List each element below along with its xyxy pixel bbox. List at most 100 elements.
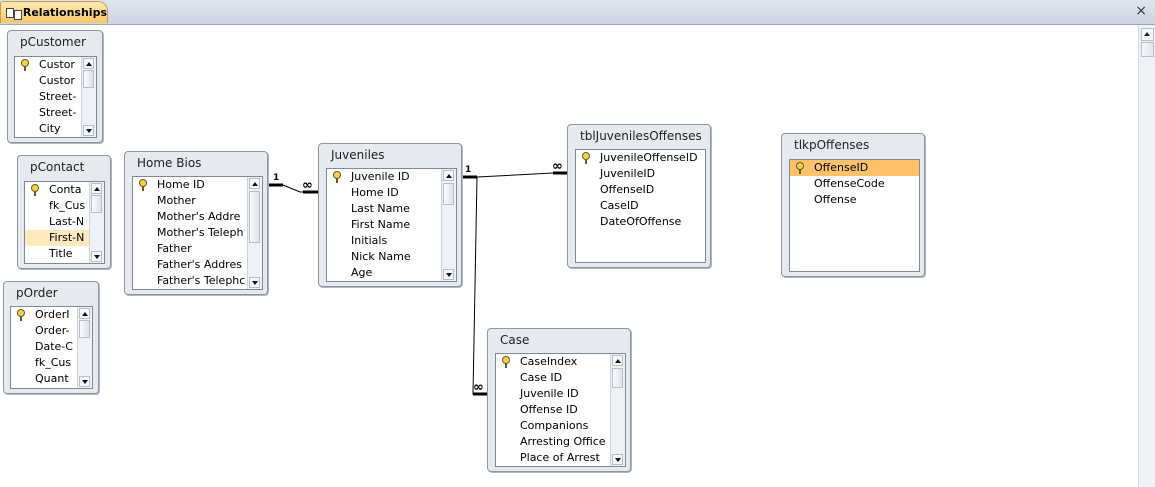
table-home-bios[interactable]: Home Bios Home ID Mother Mother's Addre … (124, 151, 268, 295)
field-item[interactable]: Father's Telephc (157, 274, 246, 287)
field-list-scrollbar[interactable] (441, 169, 456, 281)
scroll-thumb[interactable] (83, 70, 94, 88)
rel-label-many: ∞ (473, 380, 484, 395)
scroll-thumb[interactable] (79, 320, 90, 338)
field-item[interactable]: Custor (15, 57, 96, 73)
field-item[interactable]: Last-N (49, 215, 85, 228)
field-item[interactable]: Home ID (351, 186, 399, 199)
field-item[interactable]: Mother (157, 194, 196, 207)
field-item[interactable]: Street- (39, 106, 77, 119)
tab-label: Relationships (22, 6, 107, 19)
document-tab-strip: Relationships × (0, 0, 1155, 25)
field-item[interactable]: Father's Addres (157, 258, 242, 271)
field-list-scrollbar[interactable] (610, 354, 625, 466)
scroll-up-button[interactable] (249, 178, 260, 189)
scroll-up-button[interactable] (443, 170, 454, 181)
scroll-down-button[interactable] (249, 277, 260, 288)
field-item[interactable]: Order- (35, 324, 70, 337)
primary-key-icon (31, 184, 39, 196)
field-item[interactable]: fk_Cus (49, 199, 86, 212)
field-item[interactable]: Juvenile ID (520, 387, 579, 400)
table-pcontact[interactable]: pContact Conta fk_Cus Last-N First-N Tit… (17, 155, 111, 269)
field-item[interactable]: Mother's Addre (157, 210, 241, 223)
scroll-up-button[interactable] (83, 58, 94, 69)
field-item[interactable]: First Name (351, 218, 411, 231)
field-item[interactable]: Last Name (351, 202, 410, 215)
close-icon[interactable]: × (1135, 3, 1147, 19)
scroll-down-button[interactable] (79, 376, 90, 387)
scroll-up-button[interactable] (79, 308, 90, 319)
table-title: pCustomer (20, 35, 86, 49)
field-item[interactable]: Custor (39, 74, 75, 87)
scroll-thumb[interactable] (1141, 42, 1154, 57)
field-item[interactable]: OffenseID (600, 183, 655, 196)
scroll-up-button[interactable] (91, 183, 102, 194)
table-title: Home Bios (137, 156, 202, 170)
scroll-up-button[interactable] (1141, 28, 1154, 41)
table-pcustomer[interactable]: pCustomer Custor Custor Street- Street- … (7, 30, 103, 143)
field-item[interactable]: OffenseID (790, 160, 919, 176)
field-list-scrollbar[interactable] (77, 307, 92, 388)
field-item[interactable]: Conta (25, 182, 104, 198)
field-item[interactable]: Juvenile ID (327, 169, 456, 185)
field-item[interactable]: Nick Name (351, 250, 411, 263)
table-tlkpoffenses[interactable]: tlkpOffenses OffenseID OffenseCode Offen… (781, 133, 925, 277)
field-item[interactable]: CaseID (600, 199, 639, 212)
field-list[interactable]: Home ID Mother Mother's Addre Mother's T… (132, 176, 263, 290)
field-list[interactable]: Conta fk_Cus Last-N First-N Title (24, 181, 105, 264)
table-porder[interactable]: pOrder OrderI Order- Date-C fk_Cus Quant (3, 281, 99, 394)
field-item[interactable]: Quant (35, 372, 69, 385)
field-item[interactable]: JuvenileOffenseID (576, 150, 705, 166)
field-item[interactable]: Offense (814, 193, 857, 206)
field-item[interactable]: Date-C (35, 340, 73, 353)
field-item[interactable]: Street- (39, 90, 77, 103)
field-list[interactable]: Custor Custor Street- Street- City (14, 56, 97, 138)
field-item[interactable]: Offense ID (520, 403, 578, 416)
scroll-thumb[interactable] (612, 368, 623, 388)
field-item[interactable]: OrderI (11, 307, 92, 323)
field-item[interactable]: OffenseCode (814, 177, 885, 190)
field-item[interactable]: CaseIndex (496, 354, 625, 370)
scroll-down-button[interactable] (612, 454, 623, 465)
field-list-scrollbar[interactable] (247, 177, 262, 289)
field-list[interactable]: Juvenile ID Home ID Last Name First Name… (326, 168, 457, 282)
table-juveniles[interactable]: Juveniles Juvenile ID Home ID Last Name … (318, 143, 462, 287)
scroll-down-button[interactable] (83, 125, 94, 136)
field-list[interactable]: JuvenileOffenseID JuvenileID OffenseID C… (575, 149, 706, 263)
relationships-tab[interactable]: Relationships (0, 1, 108, 23)
field-item[interactable]: Companions (520, 419, 589, 432)
table-title: Case (500, 333, 530, 347)
field-item[interactable]: DateOfOffense (600, 215, 682, 228)
scroll-thumb[interactable] (91, 195, 102, 213)
field-item[interactable]: fk_Cus (35, 356, 72, 369)
field-item[interactable]: Initials (351, 234, 388, 247)
field-item[interactable]: Home ID (133, 177, 262, 193)
field-list[interactable]: OffenseID OffenseCode Offense (789, 159, 920, 272)
primary-key-icon (582, 152, 590, 164)
field-item[interactable]: Mother's Teleph (157, 226, 244, 239)
table-title: tlkpOffenses (794, 138, 870, 152)
field-item[interactable]: Father (157, 242, 192, 255)
scroll-up-button[interactable] (612, 355, 623, 366)
field-item[interactable]: Title (49, 247, 73, 260)
scroll-thumb[interactable] (443, 183, 454, 205)
field-list-scrollbar[interactable] (81, 57, 96, 137)
field-list[interactable]: CaseIndex Case ID Juvenile ID Offense ID… (495, 353, 626, 467)
field-list[interactable]: OrderI Order- Date-C fk_Cus Quant (10, 306, 93, 389)
scroll-down-button[interactable] (443, 269, 454, 280)
table-title: Juveniles (331, 148, 385, 162)
canvas-vertical-scrollbar[interactable] (1138, 25, 1155, 487)
scroll-thumb[interactable] (249, 191, 260, 243)
field-item[interactable]: JuvenileID (600, 167, 656, 180)
table-tbljuvenilesoffenses[interactable]: tblJuvenilesOffenses JuvenileOffenseID J… (567, 124, 711, 268)
field-item[interactable]: Case ID (520, 371, 563, 384)
field-item[interactable]: First-N (25, 230, 104, 246)
rel-label-many: ∞ (302, 178, 313, 193)
field-item[interactable]: Age (351, 266, 373, 279)
field-item[interactable]: Arresting Office (520, 435, 606, 448)
table-case[interactable]: Case CaseIndex Case ID Juvenile ID Offen… (487, 328, 631, 472)
scroll-down-button[interactable] (91, 251, 102, 262)
field-list-scrollbar[interactable] (89, 182, 104, 263)
field-item[interactable]: Place of Arrest (520, 451, 600, 464)
field-item[interactable]: City (39, 122, 61, 135)
